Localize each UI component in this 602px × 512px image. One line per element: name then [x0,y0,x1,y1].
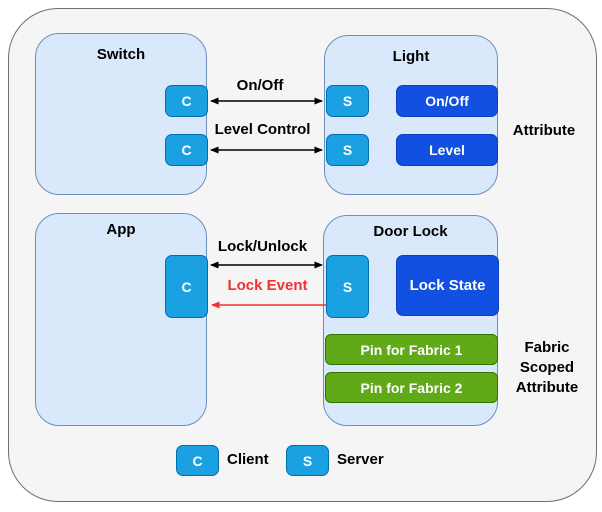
legend-server-badge: S [286,445,329,476]
app-box: App [35,213,207,426]
lock-unlock-arrow-label: Lock/Unlock [217,238,308,255]
legend-client-badge: C [176,445,219,476]
onoff-arrow-label: On/Off [236,77,284,94]
light-title: Light [392,48,430,65]
door-lock-title: Door Lock [373,223,448,240]
door-lock-server-badge: S [326,255,369,318]
legend-client-label: Client [227,451,269,468]
light-onoff-server-badge: S [326,85,369,117]
attribute-label: Attribute [512,122,576,139]
level-control-arrow-label: Level Control [214,121,311,138]
lock-state-attribute: Lock State [396,255,499,316]
fabric-scoped-attribute-label: Fabric Scoped Attribute [515,339,579,396]
app-title: App [106,221,136,238]
pin-fabric-1-attribute: Pin for Fabric 1 [325,334,498,365]
switch-onoff-client-badge: C [165,85,208,117]
legend-server-label: Server [337,451,384,468]
light-level-server-badge: S [326,134,369,166]
switch-level-client-badge: C [165,134,208,166]
switch-title: Switch [96,46,146,63]
lock-event-arrow-label: Lock Event [227,277,308,294]
onoff-attribute: On/Off [396,85,498,117]
pin-fabric-2-attribute: Pin for Fabric 2 [325,372,498,403]
app-client-badge: C [165,255,208,318]
level-attribute: Level [396,134,498,166]
